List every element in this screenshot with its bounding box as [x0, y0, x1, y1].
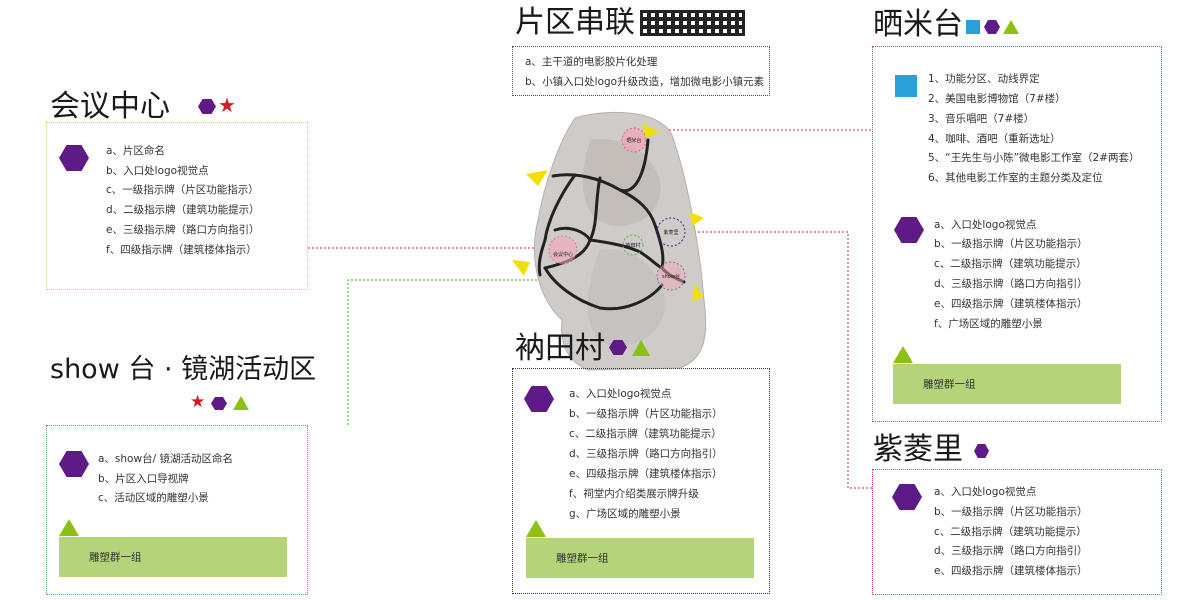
red-star-icon: ★ — [190, 392, 206, 412]
district-box — [512, 46, 770, 96]
film-strip-icon — [640, 10, 745, 36]
natian-item: f、祠堂内介绍类展示牌升级 — [569, 488, 699, 500]
purple-hexagon-icon — [198, 99, 216, 114]
ziling-title: 紫菱里 — [873, 432, 963, 467]
map-label: 会议中心 — [553, 251, 573, 258]
conference-item: d、二级指示牌（建筑功能提示） — [106, 204, 260, 216]
green-triangle-icon — [233, 396, 249, 410]
natian-title: 衲田村 — [515, 331, 605, 366]
blue-square-icon — [895, 75, 917, 97]
natian-item: a、入口处logo视觉点 — [569, 388, 672, 400]
sculpture-bar-label: 雕塑群一组 — [556, 552, 609, 565]
ziling-item: b、一级指示牌（片区功能指示） — [934, 506, 1088, 518]
natian-item: e、四级指示牌（建筑楼体指示） — [569, 468, 723, 480]
shaimi-item: b、一级指示牌（片区功能指示） — [934, 238, 1088, 250]
purple-hexagon-icon — [609, 340, 627, 355]
natian-item: g、广场区域的雕塑小景 — [569, 508, 681, 520]
conference-item: b、入口处logo视觉点 — [106, 165, 209, 177]
ziling-item: d、三级指示牌（路口方向指引） — [934, 545, 1088, 557]
purple-hexagon-icon — [59, 451, 89, 477]
shaimi-top-item: 2、美国电影博物馆（7#楼） — [928, 93, 1066, 105]
ziling-item: e、四级指示牌（建筑楼体指示） — [934, 565, 1088, 577]
natian-box — [512, 368, 770, 594]
conference-box — [46, 122, 308, 290]
natian-item: d、三级指示牌（路口方向指引） — [569, 448, 723, 460]
green-triangle-icon — [893, 346, 913, 363]
purple-hexagon-icon — [974, 444, 989, 458]
conference-item: c、一级指示牌（片区功能指示） — [106, 184, 259, 196]
district-title: 片区串联 — [515, 5, 635, 40]
green-triangle-icon — [1003, 20, 1019, 34]
purple-hexagon-icon — [524, 386, 554, 412]
green-triangle-icon — [632, 340, 650, 356]
natian-item: b、一级指示牌（片区功能指示） — [569, 408, 723, 420]
show-item: a、show台/ 镜湖活动区命名 — [98, 453, 233, 465]
map-marker-shaimi — [621, 127, 647, 153]
shaimi-title: 晒米台 — [873, 7, 963, 42]
map-marker-conference — [548, 235, 578, 265]
conference-item: a、片区命名 — [106, 145, 165, 157]
map-label: 紫菱里 — [663, 229, 678, 236]
shaimi-top-item: 6、其他电影工作室的主题分类及定位 — [928, 172, 1103, 184]
ziling-item: a、入口处logo视觉点 — [934, 486, 1037, 498]
shaimi-item: c、二级指示牌（建筑功能提示） — [934, 258, 1087, 270]
shaimi-item: d、三级指示牌（路口方向指引） — [934, 278, 1088, 290]
map-label: 晒米台 — [626, 137, 641, 144]
sculpture-bar-label: 雕塑群一组 — [923, 378, 976, 391]
ziling-box — [872, 469, 1162, 595]
conference-title: 会议中心 — [50, 89, 170, 124]
sculpture-bar: 雕塑群一组 — [893, 364, 1121, 404]
conference-item: f、四级指示牌（建筑楼体指示） — [106, 244, 257, 256]
map-marker-ziling — [656, 217, 686, 247]
show-box — [46, 425, 308, 595]
shaimi-item: a、入口处logo视觉点 — [934, 219, 1037, 231]
show-title: show 台 · 镜湖活动区 — [50, 354, 317, 385]
purple-hexagon-icon — [984, 20, 1000, 34]
connector-show — [347, 279, 545, 425]
shaimi-item: f、广场区域的雕塑小景 — [934, 318, 1043, 330]
shaimi-top-item: 5、“王先生与小陈”微电影工作室（2#两套） — [928, 152, 1140, 164]
purple-hexagon-icon — [211, 397, 227, 410]
natian-item: c、二级指示牌（建筑功能提示） — [569, 428, 722, 440]
shaimi-top-item: 1、功能分区、动线界定 — [928, 73, 1040, 85]
shaimi-item: e、四级指示牌（建筑楼体指示） — [934, 298, 1088, 310]
ziling-item: c、二级指示牌（建筑功能提示） — [934, 526, 1087, 538]
show-item: b、片区入口导视牌 — [98, 473, 189, 485]
map-label: 衲田村 — [625, 242, 640, 249]
purple-hexagon-icon — [892, 484, 922, 510]
sculpture-bar: 雕塑群一组 — [526, 538, 754, 578]
district-item: a、主干道的电影胶片化处理 — [525, 56, 658, 68]
shaimi-box — [872, 46, 1162, 422]
show-item: c、活动区域的雕塑小景 — [98, 492, 209, 504]
map-texture — [587, 249, 666, 346]
connector-ziling — [690, 231, 872, 489]
map-marker-show — [656, 261, 686, 291]
map-marker-natian — [622, 234, 644, 256]
district-item: b、小镇入口处logo升级改造，增加微电影小镇元素 — [525, 76, 765, 88]
red-star-icon: ★ — [218, 93, 236, 117]
entrance-markers — [512, 124, 704, 302]
conference-item: e、三级指示牌（路口方向指引） — [106, 224, 260, 236]
green-triangle-icon — [59, 519, 79, 536]
shaimi-top-item: 4、咖啡、酒吧（重新选址） — [928, 133, 1061, 145]
sculpture-bar-label: 雕塑群一组 — [89, 551, 142, 564]
map-label: show台 — [662, 273, 680, 280]
shaimi-top-item: 3、音乐唱吧（7#楼） — [928, 113, 1035, 125]
green-triangle-icon — [526, 520, 546, 537]
sculpture-bar: 雕塑群一组 — [59, 537, 287, 577]
blue-square-icon — [966, 20, 980, 34]
